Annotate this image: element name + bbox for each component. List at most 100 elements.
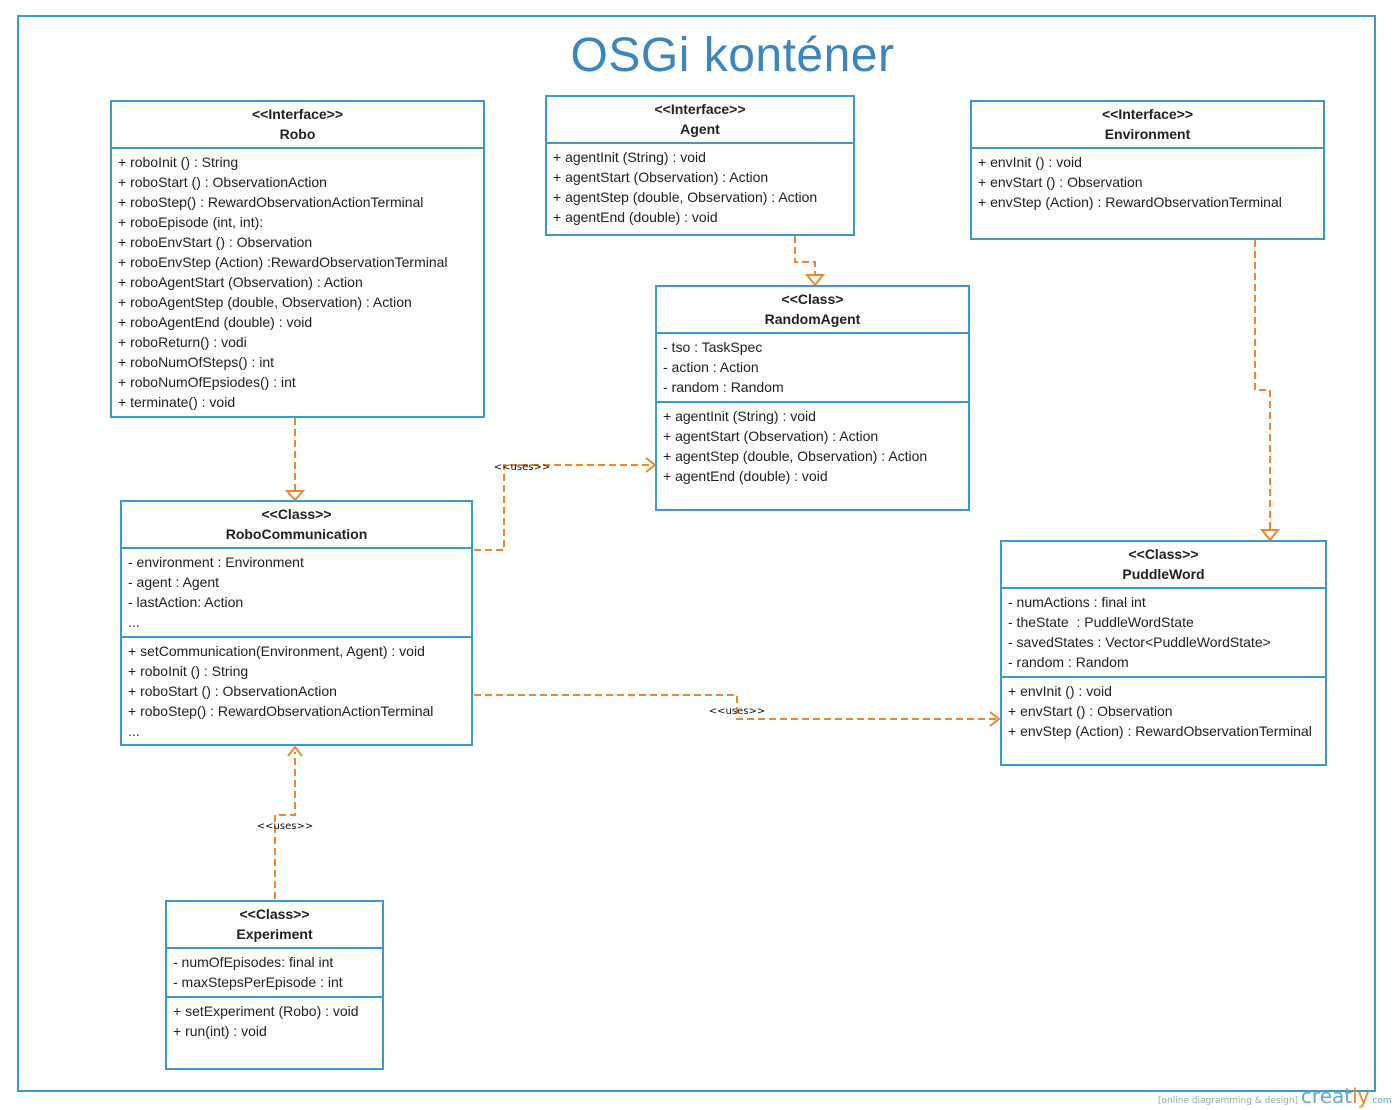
class-member: + setExperiment (Robo) : void [173,1003,359,1019]
uses-puddleword-head [989,711,1001,727]
class-attributes: - environment : Environment - agent : Age… [122,549,471,638]
class-name: Robo [279,126,316,142]
class-member: + terminate() : void [118,394,236,410]
class-member: - action : Action [663,359,759,375]
class-member: + envStep (Action) : RewardObservationTe… [1008,723,1312,739]
uses-label-puddleword: <<uses>> [709,706,765,717]
class-member: - numActions : final int [1008,594,1146,610]
class-header: <<Class>> PuddleWord [1002,542,1325,589]
class-operations: + roboInit () : String + roboStart () : O… [112,149,483,416]
class-member: - agent : Agent [128,574,220,590]
class-member: - savedStates : Vector<PuddleWordState> [1008,634,1271,650]
class-member: + roboNumOfEpsiodes() : int [118,374,296,390]
class-member: + roboStep() : RewardObservationActionTe… [118,194,424,210]
class-member: + agentStep (double, Observation) : Acti… [663,448,928,464]
class-randomagent[interactable]: <<Class> RandomAgent- tso : TaskSpec - act… [655,285,970,511]
class-member: + agentStart (Observation) : Action [663,428,879,444]
class-operations: + setExperiment (Robo) : void + run(int) … [167,998,382,1045]
class-header: <<Interface>> Robo [112,102,483,149]
class-stereotype: <<Interface>> [251,106,344,122]
class-environment[interactable]: <<Interface>> Environment + envInit () : v… [970,100,1325,240]
class-member: - random : Random [1008,654,1129,670]
class-member: - maxStepsPerEpisode : int [173,974,343,990]
class-member: + roboStart () : ObservationAction [128,683,337,699]
class-robocommunication[interactable]: <<Class>> RoboCommunication - environment … [120,500,473,746]
class-experiment[interactable]: <<Class>> Experiment - numOfEpisodes: fina… [165,900,384,1070]
class-header: <<Class>> Experiment [167,902,382,949]
class-member: + roboEpisode (int, int): [118,214,264,230]
realization-agent [794,236,816,276]
class-member: + envStep (Action) : RewardObservationTe… [978,194,1282,210]
class-member: + roboAgentStart (Observation) : Action [118,274,363,290]
class-header: <<Class>> RoboCommunication [122,502,471,549]
class-name: Agent [680,121,720,137]
class-stereotype: <<Interface>> [654,101,746,117]
creately-watermark: [online diagramming & design] creatly.co… [1158,1084,1392,1108]
class-operations: + setCommunication(Environment, Agent) :… [122,638,471,745]
watermark-tagline: [online diagramming & design] [1158,1096,1299,1106]
class-header: <<Interface>> Environment [972,102,1323,149]
watermark-brand: creatly [1300,1084,1370,1108]
uses-randomagent [474,464,652,551]
class-member: + envInit () : void [978,154,1082,170]
class-member: - tso : TaskSpec [663,339,763,355]
class-stereotype: <<Class>> [261,506,332,522]
uses-robocommunication-head [287,745,303,757]
class-stereotype: <<Class>> [239,906,310,922]
class-member: + roboNumOfSteps() : int [118,354,275,370]
class-member: + roboStart () : ObservationAction [118,174,327,190]
class-member: - numOfEpisodes: final int [173,954,334,970]
class-member: + roboStep() : RewardObservationActionTe… [128,703,434,719]
class-name: Experiment [236,926,313,942]
realization-environment-head [1259,529,1281,542]
class-name: PuddleWord [1122,566,1205,582]
realization-environment [1254,240,1271,530]
class-member: + roboAgentStep (double, Observation) : … [118,294,412,310]
class-attributes: - numOfEpisodes: final int - maxStepsPerE… [167,949,382,998]
class-member: ... [128,723,140,739]
realization-robo-head [284,490,306,502]
class-member: + roboInit () : String [128,663,249,679]
uses-robocommunication [274,752,296,899]
class-member: + envStart () : Observation [978,174,1143,190]
class-member: + agentInit (String) : void [663,408,816,424]
uses-label-experiment: <<uses>> [257,821,313,832]
class-member: + roboInit () : String [118,154,239,170]
class-member: + envStart () : Observation [1008,703,1173,719]
class-member: - environment : Environment [128,554,304,570]
class-member: + agentEnd (double) : void [553,209,718,225]
class-agent[interactable]: <<Interface>> Agent + agentInit (String) :… [545,95,855,236]
class-header: <<Interface>> Agent [547,97,853,144]
class-member: + agentStep (double, Observation) : Acti… [553,189,818,205]
class-attributes: - numActions : final int - theState : Pud… [1002,589,1325,678]
class-name: Environment [1104,126,1191,142]
diagram-title: OSGi konténer [570,29,895,82]
class-member: - random : Random [663,379,784,395]
class-member: + run(int) : void [173,1023,267,1039]
class-puddleword[interactable]: <<Class>> PuddleWord - numActions : final … [1000,540,1327,766]
class-stereotype: <<Class>> [1128,546,1199,562]
class-operations: + envInit () : void + envStart () : Obser… [972,149,1323,216]
class-header: <<Class> RandomAgent [657,287,968,334]
class-stereotype: <<Interface>> [1101,106,1194,122]
class-member: + roboEnvStart () : Observation [118,234,313,250]
diagram-frame [17,15,1376,1092]
class-name: RandomAgent [764,311,861,327]
uses-puddleword [474,694,996,720]
class-member: - lastAction: Action [128,594,244,610]
class-member: + agentInit (String) : void [553,149,706,165]
class-member: + roboReturn() : vodi [118,334,247,350]
realization-agent-head [804,274,826,287]
class-name: RoboCommunication [225,526,368,542]
class-operations: + agentInit (String) : void+ agentStart … [547,144,853,231]
uses-label-randomagent: <<uses>> [494,462,550,473]
class-member: + envInit () : void [1008,683,1112,699]
class-robo[interactable]: <<Interface>>Robo+ roboInit () : String+… [110,100,485,418]
class-member: + roboEnvStep (Action) :RewardObservatio… [118,254,448,270]
class-operations: + agentInit (String) : void + agentStart … [657,403,968,490]
class-member: - theState : PuddleWordState [1008,614,1194,630]
class-stereotype: <<Class> [781,291,844,307]
class-member: + roboAgentEnd (double) : void [118,314,313,330]
class-member: + agentEnd (double) : void [663,468,828,484]
class-member: ... [128,614,140,630]
